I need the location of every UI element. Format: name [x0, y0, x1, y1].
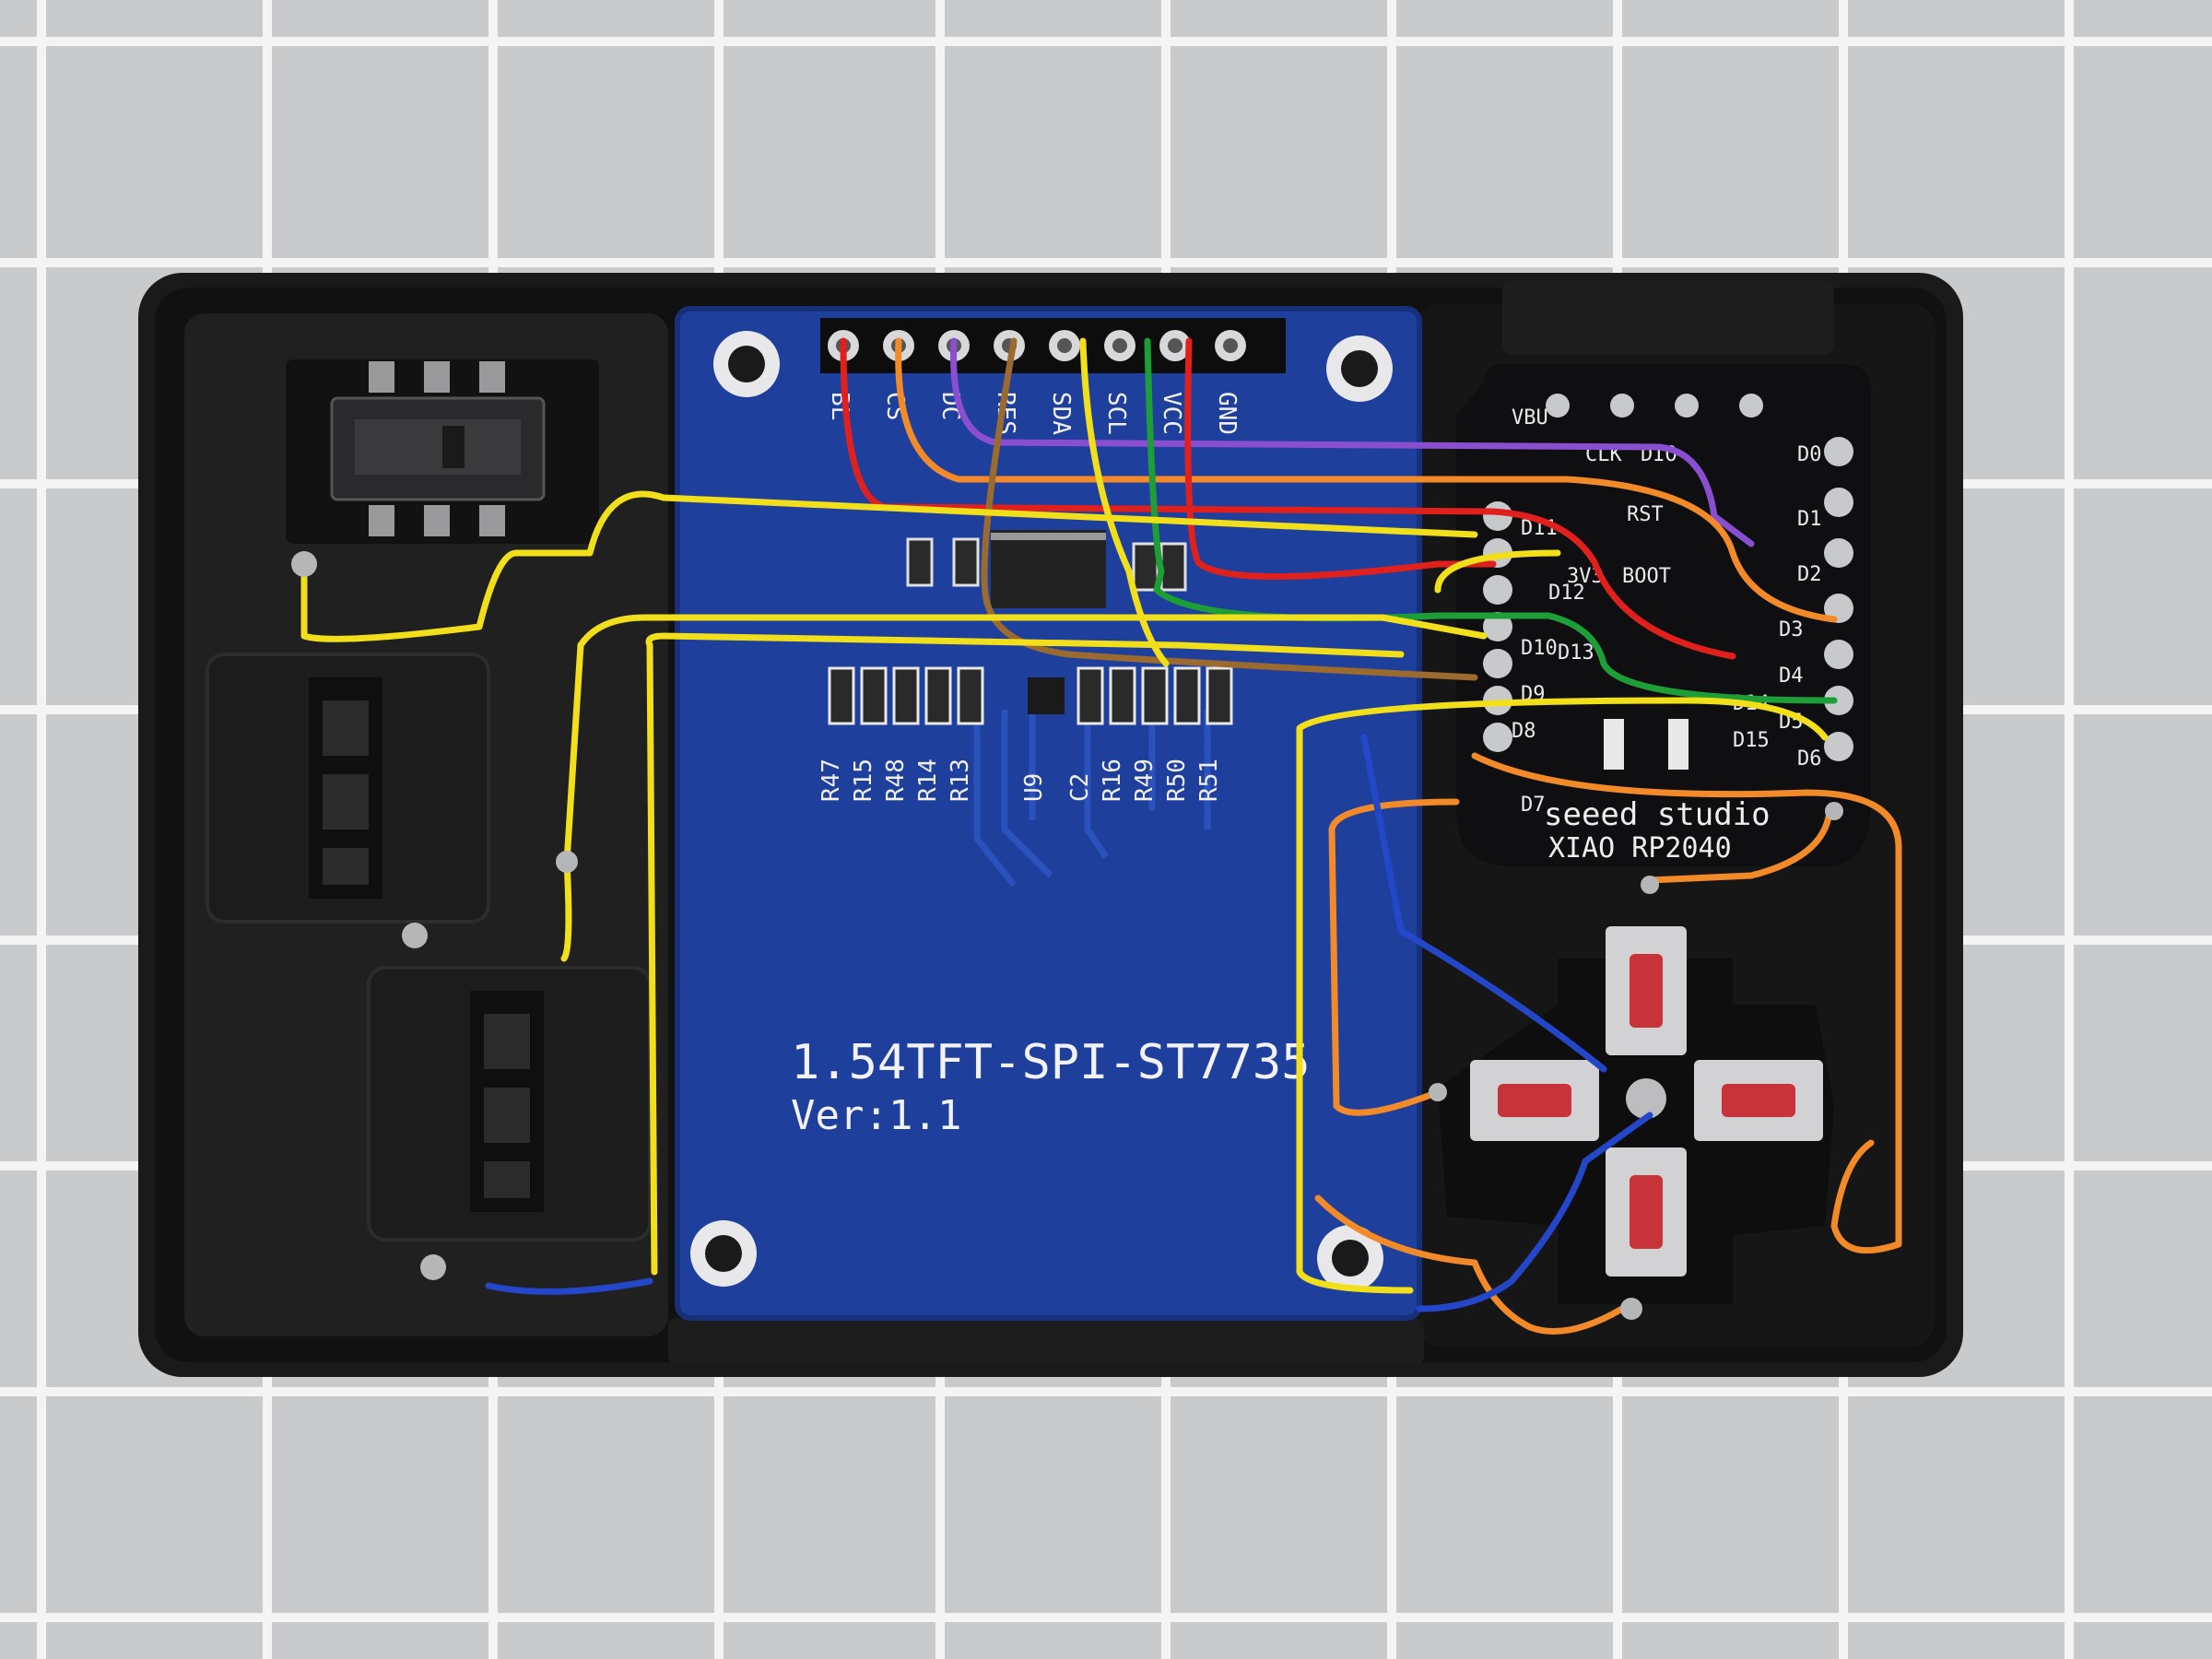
header-pin	[1159, 330, 1191, 361]
xiao-pin-label: D12	[1548, 582, 1585, 605]
xiao-pin-label: D15	[1733, 729, 1770, 752]
xiao-pin-label: VBU	[1512, 406, 1548, 429]
component-label: R50	[1163, 759, 1191, 802]
connector-lower	[367, 966, 652, 1241]
xiao-pad	[1483, 649, 1512, 678]
smd-component	[860, 666, 888, 725]
smd-component	[957, 666, 984, 725]
smd-component	[892, 666, 920, 725]
smd-component	[1173, 666, 1201, 725]
smd-component	[1077, 666, 1104, 725]
xiao-pin-label: D4	[1779, 665, 1804, 688]
xiao-pin-label: D0	[1797, 443, 1822, 466]
xiao-pad	[1483, 612, 1512, 641]
header-pin-label: SDA	[1047, 392, 1075, 435]
xiao-pad	[1483, 538, 1512, 568]
smd-component	[924, 666, 952, 725]
wires	[300, 337, 1902, 1335]
xiao-top-pad	[1739, 394, 1763, 418]
xiao-pad	[1824, 437, 1853, 466]
component-label: R14	[914, 759, 942, 802]
header-pin	[1049, 330, 1080, 361]
dpad	[1438, 926, 1834, 1304]
xiao-pin-label: D7	[1521, 794, 1546, 817]
regulator-chip	[991, 530, 1106, 608]
xiao-model-text: XIAO RP2040	[1548, 832, 1732, 865]
xiao-pad	[1824, 686, 1853, 715]
component-label: R13	[947, 759, 974, 802]
header-pin-label: VCC	[1158, 392, 1185, 435]
header-pin	[1215, 330, 1246, 361]
xiao-top-pad	[1675, 394, 1699, 418]
header-pin-label: GND	[1213, 392, 1241, 435]
xiao-pin-label: D1	[1797, 508, 1822, 531]
tactile-button-icon	[1470, 1060, 1599, 1141]
header-pin	[1104, 330, 1135, 361]
display-version-text: Ver:1.1	[791, 1092, 961, 1139]
xiao-pad	[1824, 538, 1853, 568]
tactile-button-icon	[1606, 1147, 1687, 1277]
xiao-pin-label: D2	[1797, 563, 1822, 586]
slide-switch-icon	[286, 359, 599, 544]
xiao-pin-label: D10	[1521, 637, 1558, 660]
xiao-pin-label: RST	[1627, 503, 1664, 526]
component-label: R16	[1099, 759, 1126, 802]
xiao-top-pad	[1546, 394, 1570, 418]
component-label: R15	[850, 759, 877, 802]
tactile-button-icon	[1606, 926, 1687, 1055]
xiao-pad	[1824, 640, 1853, 669]
xiao-pad	[1824, 732, 1853, 761]
display-model-text: 1.54TFT-SPI-ST7735	[791, 1035, 1311, 1090]
xiao-pin-label: D6	[1797, 747, 1822, 771]
xiao-pin-label: BOOT	[1622, 565, 1671, 588]
smd-component	[1206, 666, 1233, 725]
component-label: R47	[818, 759, 845, 802]
solder-joints	[291, 551, 1843, 1320]
smd-component	[1141, 666, 1169, 725]
component-label: R49	[1131, 759, 1159, 802]
component-label: C2	[1066, 773, 1094, 802]
component-label: R48	[882, 759, 910, 802]
header-pin-label: SCL	[1102, 392, 1130, 435]
xiao-pin-label: D8	[1512, 720, 1536, 743]
component-label: U9	[1020, 773, 1048, 802]
component-label: R51	[1195, 759, 1223, 802]
xiao-top-pad	[1610, 394, 1634, 418]
xiao-pad	[1483, 723, 1512, 752]
xiao-pad	[1483, 575, 1512, 605]
xiao-pin-label: D3	[1779, 618, 1804, 641]
xiao-pad	[1824, 488, 1853, 517]
xiao-pin-label: D13	[1558, 641, 1594, 665]
mount-hole-icon	[690, 331, 1393, 1291]
xiao-pad	[1824, 594, 1853, 623]
smd-component	[1109, 666, 1136, 725]
smd-component	[1028, 677, 1065, 714]
xiao-brand-text: seeed studio	[1544, 796, 1771, 833]
connector-upper	[206, 653, 490, 924]
tactile-button-icon	[1694, 1060, 1823, 1141]
smd-component	[828, 666, 855, 725]
